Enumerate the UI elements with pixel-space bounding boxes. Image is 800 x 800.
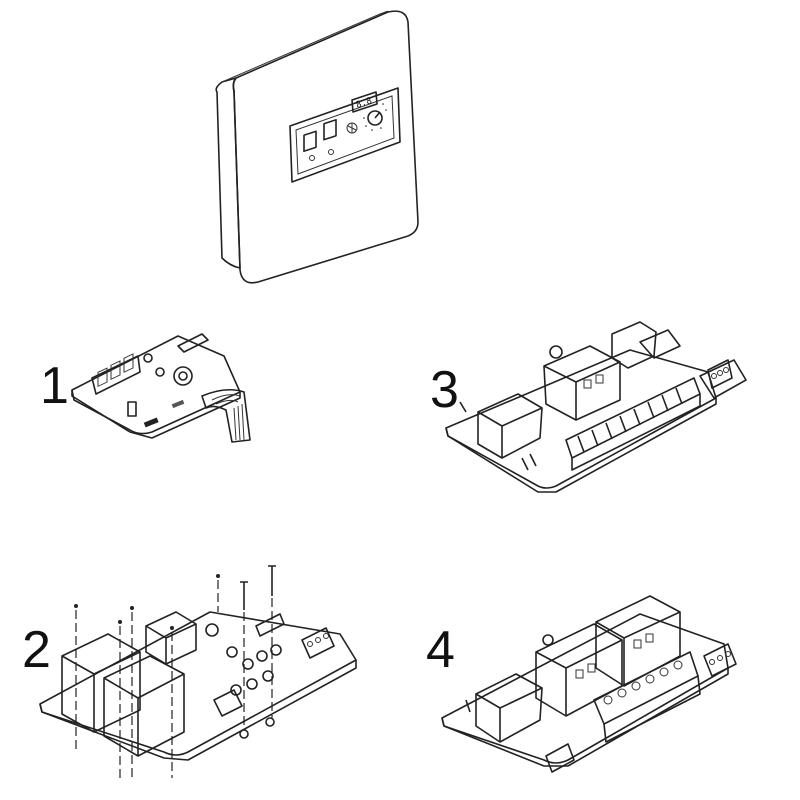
relay-2b bbox=[103, 655, 185, 757]
terminal-block-3 bbox=[565, 377, 701, 471]
label-number-3: 3 bbox=[430, 361, 459, 419]
transformer-3 bbox=[477, 393, 543, 459]
relay-board-3 bbox=[445, 321, 747, 493]
light-button bbox=[323, 118, 337, 141]
label-number-2: 2 bbox=[22, 621, 51, 679]
relay-4a bbox=[535, 623, 623, 717]
control-unit-enclosure: 8.8 bbox=[215, 10, 419, 284]
svg-text:8.8: 8.8 bbox=[355, 96, 374, 111]
terminal-block-small-3 bbox=[707, 359, 733, 389]
transformer-4 bbox=[475, 673, 543, 743]
label-number-4: 4 bbox=[426, 621, 455, 679]
potentiometer bbox=[173, 366, 193, 386]
relay-2a bbox=[61, 633, 141, 733]
power-button bbox=[303, 130, 317, 153]
temperature-knob bbox=[367, 110, 383, 126]
component-cluster-2 bbox=[205, 623, 282, 717]
exploded-board-2 bbox=[39, 565, 357, 778]
relay-4b bbox=[595, 595, 681, 687]
ribbon-cable bbox=[201, 388, 251, 443]
seven-segment-display bbox=[91, 353, 141, 395]
terminal-block-4 bbox=[593, 651, 701, 743]
control-panel: 8.8 bbox=[289, 87, 401, 183]
label-number-1: 1 bbox=[40, 357, 69, 415]
terminal-block-small-2 bbox=[301, 627, 335, 659]
relay-3 bbox=[543, 345, 621, 421]
digital-display bbox=[351, 91, 378, 113]
display-board-1 bbox=[71, 333, 251, 443]
transformer-2 bbox=[145, 611, 197, 665]
relay-board-4 bbox=[441, 595, 737, 773]
terminal-block-small-4 bbox=[545, 643, 737, 773]
screws-2 bbox=[74, 565, 276, 739]
